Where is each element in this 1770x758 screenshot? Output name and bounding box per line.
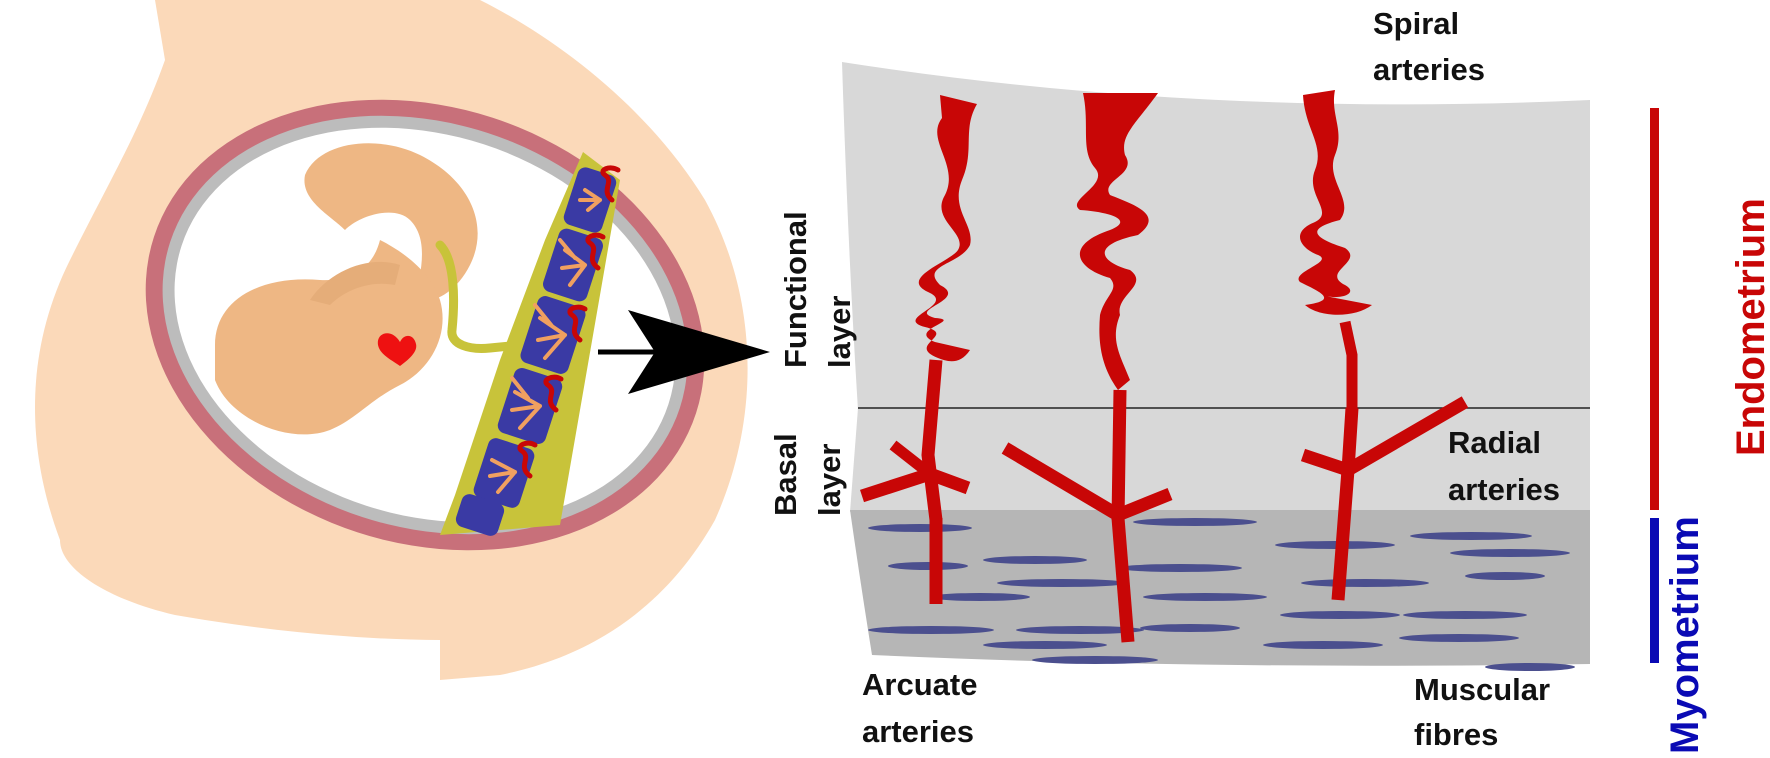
labels: Spiral arteries Functional layer Basal l…: [768, 6, 1770, 754]
label-muscular-fibres-line2: fibres: [1414, 717, 1498, 752]
vessel: [585, 232, 606, 271]
villous-tree: [488, 458, 517, 494]
fetus-limb: [310, 261, 400, 305]
muscle-fibre: [1133, 518, 1257, 526]
vessel: [543, 374, 564, 413]
muscle-fibre: [1301, 579, 1429, 587]
radial-branch: [859, 467, 971, 503]
muscle-fibre: [1403, 611, 1527, 619]
muscle-fibre: [1140, 624, 1240, 632]
arteries: [859, 90, 1469, 643]
placenta: [440, 152, 621, 536]
label-arcuate-arteries-line1: Arcuate: [862, 667, 977, 702]
muscle-fibre: [1275, 541, 1395, 549]
label-functional-layer-line2: layer: [822, 296, 857, 368]
muscle-fibre: [868, 524, 972, 532]
villous-tree: [558, 238, 587, 287]
myometrium-bar: [1650, 518, 1659, 663]
muscle-fibre: [983, 556, 1087, 564]
muscle-fibre: [1016, 626, 1144, 634]
label-functional-layer-line1: Functional: [778, 211, 813, 368]
vessel: [567, 304, 588, 343]
muscular-fibres: [868, 518, 1575, 671]
label-spiral-arteries-line1: Spiral: [1373, 6, 1459, 41]
fetus: [215, 143, 478, 435]
muscle-fibre: [1450, 549, 1570, 557]
muscle-fibre: [868, 626, 994, 634]
radial-branch: [1300, 396, 1469, 477]
artery-right: [1298, 90, 1469, 601]
muscle-fibre: [1465, 572, 1545, 580]
villous-trees: [488, 188, 602, 494]
endometrium-bar: [1650, 108, 1659, 510]
vessel: [517, 440, 538, 479]
fetus-head: [304, 143, 478, 302]
heart-icon: [377, 333, 417, 366]
functional-layer: [842, 62, 1590, 410]
muscle-fibre: [1263, 641, 1383, 649]
artery-middle: [1001, 93, 1173, 643]
villous-tree: [510, 376, 542, 430]
muscle-fibre: [983, 641, 1107, 649]
muscle-fibre: [1485, 663, 1575, 671]
arrow-right-icon: [628, 310, 770, 394]
tissue-section: [842, 62, 1590, 671]
muscle-fibre: [997, 579, 1127, 587]
muscle-fibre: [888, 562, 968, 570]
label-arcuate-arteries-line2: arteries: [862, 714, 974, 749]
artery-left: [859, 95, 977, 604]
label-spiral-arteries-line2: arteries: [1373, 52, 1485, 87]
spiral-artery: [915, 95, 977, 362]
umbilical-cord: [435, 240, 525, 353]
myometrium-layer: [850, 510, 1590, 666]
muscle-fibre: [1118, 564, 1242, 572]
radial-branch-up: [889, 440, 934, 479]
fetus-body: [215, 240, 443, 435]
maternal-spiral-vessels: [517, 165, 621, 479]
label-radial-arteries-line1: Radial: [1448, 425, 1541, 460]
radial-artery: [1111, 389, 1127, 521]
label-basal-layer-line2: layer: [812, 444, 847, 516]
radial-artery: [921, 359, 943, 521]
muscle-fibre: [930, 593, 1030, 601]
label-endometrium: Endometrium: [1729, 198, 1770, 456]
label-muscular-fibres-line1: Muscular: [1414, 672, 1550, 707]
spiral-trunk: [1339, 320, 1358, 410]
muscle-fibre: [1280, 611, 1400, 619]
muscle-fibre: [1032, 656, 1158, 664]
vessel: [600, 165, 621, 203]
arcuate-artery: [1111, 517, 1135, 643]
radial-branch: [1001, 442, 1173, 522]
spiral-artery: [1076, 93, 1158, 390]
lobule: [455, 494, 505, 536]
muscle-fibre: [1143, 593, 1267, 601]
villous-tree: [578, 188, 602, 212]
muscle-fibre: [1399, 634, 1519, 642]
label-radial-arteries-line2: arteries: [1448, 472, 1560, 507]
spiral-artery: [1298, 90, 1372, 315]
villous-tree: [533, 303, 567, 360]
label-myometrium: Myometrium: [1663, 516, 1707, 754]
pregnancy-illustration: [35, 0, 748, 680]
muscle-fibre: [1410, 532, 1532, 540]
label-basal-layer-line1: Basal: [768, 433, 803, 516]
